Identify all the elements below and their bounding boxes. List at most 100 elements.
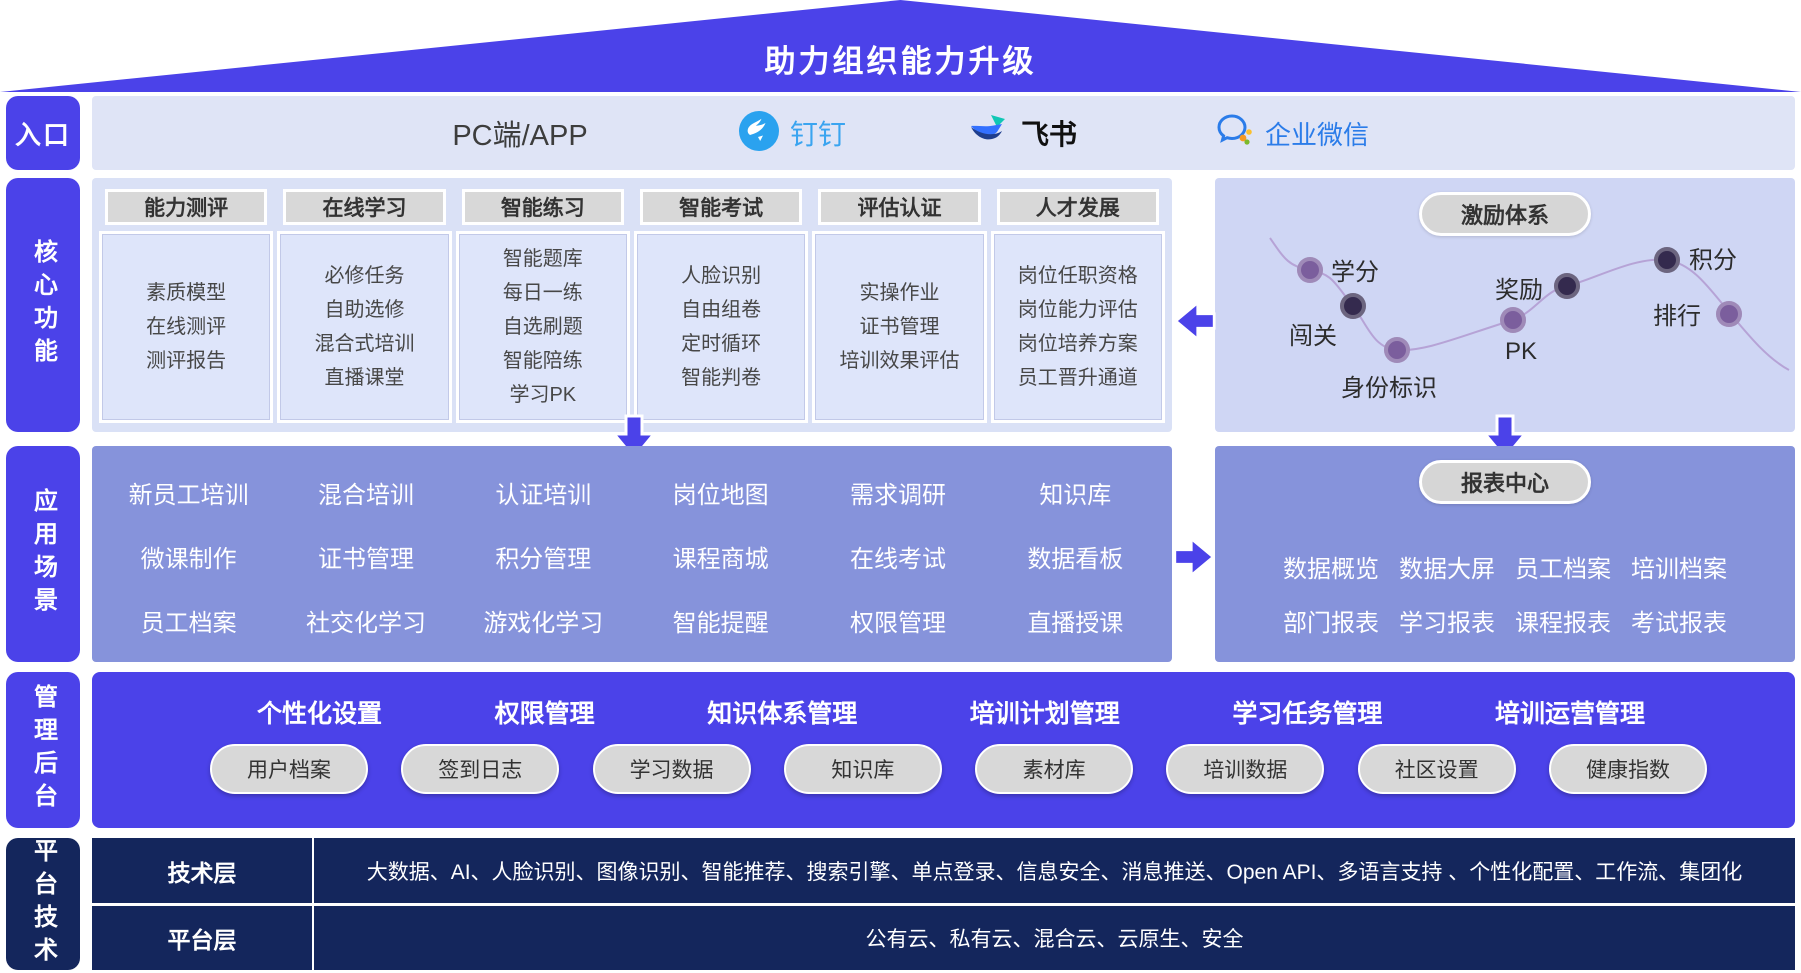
core-item: 每日一练: [502, 282, 583, 304]
core-item: 定时循环: [681, 333, 762, 355]
core-column-header: 人才发展: [999, 192, 1156, 222]
core-column-card: 岗位任职资格 岗位能力评估 岗位培养方案 员工晋升通道: [993, 234, 1162, 420]
admin-module: 培训运营管理: [1494, 700, 1645, 728]
admin-backend-panel: 个性化设置 权限管理 知识体系管理 培训计划管理 学习任务管理 培训运营管理 用…: [92, 672, 1795, 828]
core-item: 培训效果评估: [839, 350, 960, 372]
incentive-node-label: 身份标识: [1341, 375, 1437, 402]
dingtalk-icon: [738, 110, 780, 157]
core-item: 智能判卷: [681, 367, 762, 389]
core-item: 岗位培养方案: [1017, 333, 1138, 355]
tech-layer-row: 技术层 大数据、AI、人脸识别、图像识别、智能推荐、搜索引擎、单点登录、信息安全…: [92, 838, 1795, 906]
report-item: 部门报表: [1283, 610, 1379, 637]
core-column-card: 必修任务 自助选修 混合式培训 直播课堂: [280, 234, 449, 420]
scenario-item: 员工档案: [140, 609, 237, 637]
core-item: 员工晋升通道: [1017, 367, 1138, 389]
identity-badge-icon: [1384, 337, 1410, 363]
platform-layer-row: 平台层 公有云、私有云、混合云、云原生、安全: [92, 906, 1795, 970]
ranking-icon: [1716, 301, 1742, 327]
admin-pill: 学习数据: [592, 744, 751, 794]
entry-row: PC端/APP 钉钉 飞书: [92, 96, 1795, 170]
application-scenarios-panel: 新员工培训 混合培训 认证培训 岗位地图 需求调研 知识库 微课制作 证书管理 …: [92, 446, 1172, 662]
incentive-node-label: 积分: [1689, 247, 1737, 274]
entry-wecom: 企业微信: [1215, 96, 1369, 170]
core-column-talent-development: 人才发展 岗位任职资格 岗位能力评估 岗位培养方案 员工晋升通道: [993, 192, 1162, 420]
credit-icon: [1297, 257, 1323, 283]
tech-layer-label: 技术层: [167, 859, 237, 886]
admin-module: 知识体系管理: [707, 700, 858, 728]
admin-pill: 社区设置: [1357, 744, 1516, 794]
dingtalk-label: 钉钉: [789, 119, 847, 150]
pc-app-label: PC端/APP: [452, 120, 588, 152]
report-center-panel: 报表中心 数据概览 数据大屏 员工档案 培训档案 部门报表 学习报表 课程报表 …: [1215, 446, 1795, 662]
scenario-item: 直播授课: [1027, 609, 1124, 637]
entry-pc-app: PC端/APP: [452, 96, 587, 170]
entry-feishu: 飞书: [967, 96, 1077, 170]
scenario-item: 课程商城: [672, 545, 769, 573]
core-column-card: 实操作业 证书管理 培训效果评估: [815, 234, 984, 420]
admin-pill: 知识库: [783, 744, 942, 794]
core-item: 自由组卷: [681, 299, 762, 321]
report-row: 数据概览 数据大屏 员工档案 培训档案: [1215, 549, 1795, 584]
scenario-item: 需求调研: [849, 481, 946, 509]
scenario-item: 权限管理: [849, 609, 946, 637]
core-item: 岗位任职资格: [1017, 265, 1138, 287]
report-row: 部门报表 学习报表 课程报表 考试报表: [1215, 603, 1795, 638]
core-item: 智能陪练: [502, 350, 583, 372]
incentive-curve: [1269, 237, 1790, 371]
tech-layer-content: 大数据、AI、人脸识别、图像识别、智能推荐、搜索引擎、单点登录、信息安全、消息推…: [312, 838, 1795, 903]
core-item: 岗位能力评估: [1017, 299, 1138, 321]
report-item: 考试报表: [1631, 610, 1727, 637]
incentive-node-label: PK: [1505, 338, 1538, 365]
rail-label-admin-backend: 管理后台: [6, 672, 80, 828]
scenario-item: 知识库: [1039, 481, 1112, 509]
core-column-online-learning: 在线学习 必修任务 自助选修 混合式培训 直播课堂: [280, 192, 449, 420]
scenario-item: 数据看板: [1027, 545, 1124, 573]
scenario-item: 岗位地图: [672, 481, 769, 509]
core-functions-panel: 能力测评 素质模型 在线测评 测评报告 在线学习 必修任务 自助选修 混合式培训…: [92, 178, 1172, 432]
admin-pill: 培训数据: [1166, 744, 1325, 794]
arrow-right-icon: [1173, 535, 1216, 583]
admin-modules-row: 个性化设置 权限管理 知识体系管理 培训计划管理 学习任务管理 培训运营管理: [92, 694, 1795, 730]
entry-dingtalk: 钉钉: [738, 96, 846, 170]
scenario-item: 社交化学习: [305, 609, 426, 637]
scenario-item: 新员工培训: [128, 481, 249, 509]
incentive-node-label: 闯关: [1289, 323, 1337, 350]
core-column-evaluation-certification: 评估认证 实操作业 证书管理 培训效果评估: [815, 192, 984, 420]
core-column-header: 智能练习: [464, 192, 621, 222]
core-column-card: 素质模型 在线测评 测评报告: [102, 234, 271, 420]
report-item: 学习报表: [1399, 610, 1495, 637]
admin-pills-row: 用户档案 签到日志 学习数据 知识库 素材库 培训数据 社区设置 健康指数: [92, 744, 1795, 794]
scenario-item: 证书管理: [317, 545, 414, 573]
banner-title: 助力组织能力升级: [764, 44, 1037, 79]
admin-module: 学习任务管理: [1232, 700, 1383, 728]
core-column-header: 能力测评: [108, 192, 265, 222]
core-column-header: 智能考试: [642, 192, 800, 222]
admin-pill: 签到日志: [401, 744, 560, 794]
rail-label-platform-tech: 平台技术: [6, 838, 80, 970]
core-item: 自选刷题: [502, 316, 583, 338]
core-column-header: 评估认证: [821, 192, 978, 222]
core-column-smart-exam: 智能考试 人脸识别 自由组卷 定时循环 智能判卷: [636, 192, 806, 420]
rail-label-entry: 入口: [6, 96, 80, 170]
incentive-system-panel: 激励体系 学分 闯关 身份标识 奖励 PK 积分 排行: [1215, 178, 1795, 432]
core-column-ability-assessment: 能力测评 素质模型 在线测评 测评报告: [102, 192, 271, 420]
report-item: 课程报表: [1515, 610, 1611, 637]
core-item: 直播课堂: [324, 367, 405, 389]
level-pass-icon: [1340, 293, 1366, 319]
incentive-node-label: 学分: [1331, 259, 1379, 286]
scenario-item: 在线考试: [849, 545, 946, 573]
admin-module: 权限管理: [494, 700, 595, 728]
core-column-header: 在线学习: [286, 192, 443, 222]
wecom-label: 企业微信: [1264, 119, 1370, 150]
core-item: 混合式培训: [314, 333, 415, 355]
incentive-node-label: 奖励: [1495, 277, 1543, 304]
arrow-left-icon: [1173, 299, 1216, 347]
report-center-pill: 报表中心: [1419, 460, 1591, 504]
platform-layer-content: 公有云、私有云、混合云、云原生、安全: [312, 906, 1795, 970]
platform-layer-label: 平台层: [167, 927, 237, 953]
admin-module: 个性化设置: [257, 700, 383, 728]
feishu-label: 飞书: [1020, 119, 1078, 150]
core-item: 素质模型: [146, 282, 227, 304]
report-item: 数据大屏: [1399, 556, 1495, 583]
